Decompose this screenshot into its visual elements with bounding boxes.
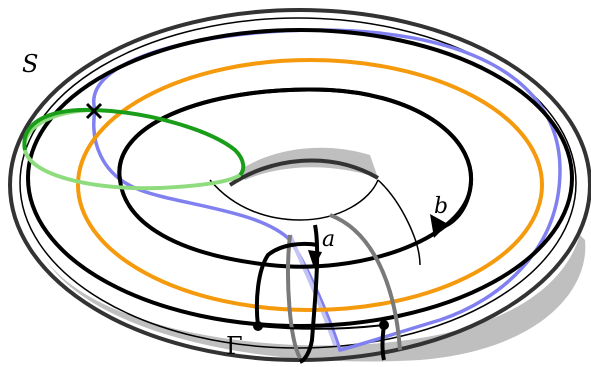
gamma-edge-right [380, 324, 386, 361]
hole-rim [228, 158, 380, 187]
gray-loop [286, 213, 402, 359]
gamma-vertex-right [379, 320, 389, 330]
label-curve-b: b [434, 194, 448, 219]
green-curve [22, 107, 246, 177]
cross-mark [85, 102, 103, 120]
curve-b-arrowhead [430, 214, 448, 238]
curve-a-arrowhead [308, 250, 322, 268]
gamma-vertex-left [253, 321, 263, 331]
thin-inner-curve [209, 179, 379, 221]
orange-curve [76, 58, 544, 312]
outer-shadow [40, 235, 586, 362]
green-curve-light [22, 108, 242, 191]
black-loop-outer [26, 28, 574, 328]
curve-a [299, 224, 320, 364]
outer-boundary-inner [19, 17, 577, 349]
gamma-edge-left [254, 241, 319, 327]
thin-curve-right [377, 179, 421, 266]
curve-b [117, 87, 474, 230]
label-surface: S [22, 50, 38, 78]
label-graph: Γ [226, 332, 243, 360]
inner-hole-outline [117, 87, 474, 269]
gamma-edge-bottom [257, 324, 385, 330]
hole-shadow [240, 147, 378, 180]
label-curve-a: a [322, 227, 335, 252]
